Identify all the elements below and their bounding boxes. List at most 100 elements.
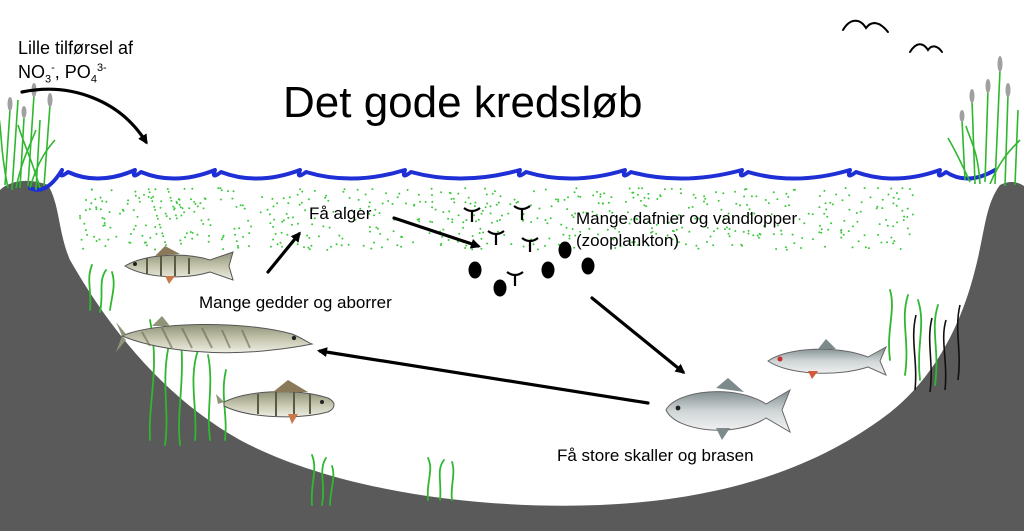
algae-dots	[79, 187, 914, 251]
algae-dot	[800, 247, 802, 249]
algae-dot	[731, 244, 734, 246]
algae-dot	[619, 245, 622, 248]
algae-dot	[881, 207, 884, 210]
algae-dot	[614, 227, 617, 230]
algae-dot	[148, 191, 151, 194]
algae-dot	[599, 195, 602, 198]
algae-dot	[271, 197, 274, 200]
algae-dot	[90, 202, 93, 205]
algae-dot	[147, 188, 150, 191]
algae-dot	[471, 248, 474, 251]
algae-dot	[220, 189, 223, 192]
algae-dot	[164, 241, 166, 244]
algae-dot	[497, 201, 500, 204]
algae-dot	[104, 245, 107, 248]
algae-dot	[268, 213, 271, 216]
reed-icon	[0, 94, 56, 191]
algae-dot	[548, 237, 551, 240]
algae-dot	[191, 187, 194, 190]
algae-dot	[431, 221, 434, 224]
algae-dot	[720, 208, 723, 211]
algae-dot	[494, 190, 496, 193]
algae-dot	[780, 233, 783, 236]
algae-dot	[373, 214, 376, 217]
algae-dot	[485, 193, 488, 196]
algae-dot	[637, 187, 640, 190]
algae-dot	[188, 207, 191, 210]
algae-dot	[400, 245, 403, 248]
algae-dot	[670, 187, 673, 190]
algae-dot	[725, 226, 728, 229]
algae-dot	[138, 197, 141, 199]
algae-dot	[285, 212, 288, 215]
algae-dot	[826, 215, 829, 218]
algae-dot	[678, 241, 681, 244]
algae-dot	[447, 217, 450, 220]
algae-dot	[571, 214, 573, 217]
algae-dot	[464, 247, 467, 249]
algae-dot	[328, 226, 331, 229]
input-label: Lille tilførsel af NO3-, PO43-	[18, 36, 133, 86]
algae-dot	[675, 228, 678, 231]
algae-dot	[684, 243, 687, 246]
algae-dot	[739, 204, 742, 207]
algae-dot	[595, 213, 598, 216]
arrow-fish-to-predators	[317, 347, 650, 405]
algae-dot	[484, 206, 487, 209]
algae-dot	[362, 244, 365, 247]
algae-dot	[579, 195, 582, 198]
algae-dot	[431, 194, 433, 197]
algae-dot	[568, 237, 571, 240]
algae-dot	[221, 236, 224, 239]
algae-dot	[387, 200, 390, 202]
algae-dot	[86, 233, 89, 236]
algae-dot	[908, 233, 911, 236]
algae-dot	[706, 203, 709, 206]
algae-dot	[659, 194, 662, 197]
algae-dot	[632, 196, 635, 199]
algae-dot	[655, 232, 658, 235]
algae-dot	[169, 217, 171, 220]
algae-dot	[248, 245, 250, 248]
algae-dot	[546, 222, 549, 225]
algae-dot	[290, 223, 293, 226]
algae-dot	[906, 207, 909, 210]
daphnia-icon	[541, 261, 555, 279]
algae-dot	[380, 246, 383, 249]
algae-dot	[636, 218, 639, 221]
algae-dot	[557, 198, 559, 201]
algae-dot	[151, 200, 154, 203]
label-roach-bream: Få store skaller og brasen	[557, 446, 754, 465]
algae-dot	[161, 232, 164, 235]
algae-dot	[442, 228, 445, 231]
pike-icon	[116, 316, 314, 354]
algae-dot	[143, 241, 146, 244]
algae-dot	[763, 225, 766, 228]
algae-dot	[95, 206, 98, 209]
algae-dot	[479, 227, 482, 230]
algae-dot	[330, 245, 332, 248]
algae-dot	[84, 209, 87, 212]
algae-dot	[899, 248, 902, 250]
algae-dot	[174, 214, 177, 217]
algae-dot	[735, 202, 738, 205]
algae-dot	[727, 232, 730, 235]
algae-dot	[405, 202, 407, 205]
algae-dot	[368, 201, 371, 204]
algae-dot	[824, 202, 827, 205]
algae-dot	[647, 192, 650, 195]
algae-dot	[484, 187, 486, 190]
algae-dot	[606, 228, 609, 231]
algae-dot	[473, 214, 476, 217]
algae-dot	[335, 243, 338, 246]
algae-dot	[311, 223, 314, 226]
algae-dot	[308, 248, 311, 251]
no3-sub: 3	[45, 73, 52, 86]
algae-dot	[819, 224, 821, 227]
algae-dot	[464, 187, 467, 190]
algae-dot	[338, 234, 341, 237]
algae-dot	[592, 194, 595, 197]
algae-dot	[892, 202, 895, 205]
algae-dot	[703, 200, 705, 203]
algae-dot	[784, 205, 787, 208]
